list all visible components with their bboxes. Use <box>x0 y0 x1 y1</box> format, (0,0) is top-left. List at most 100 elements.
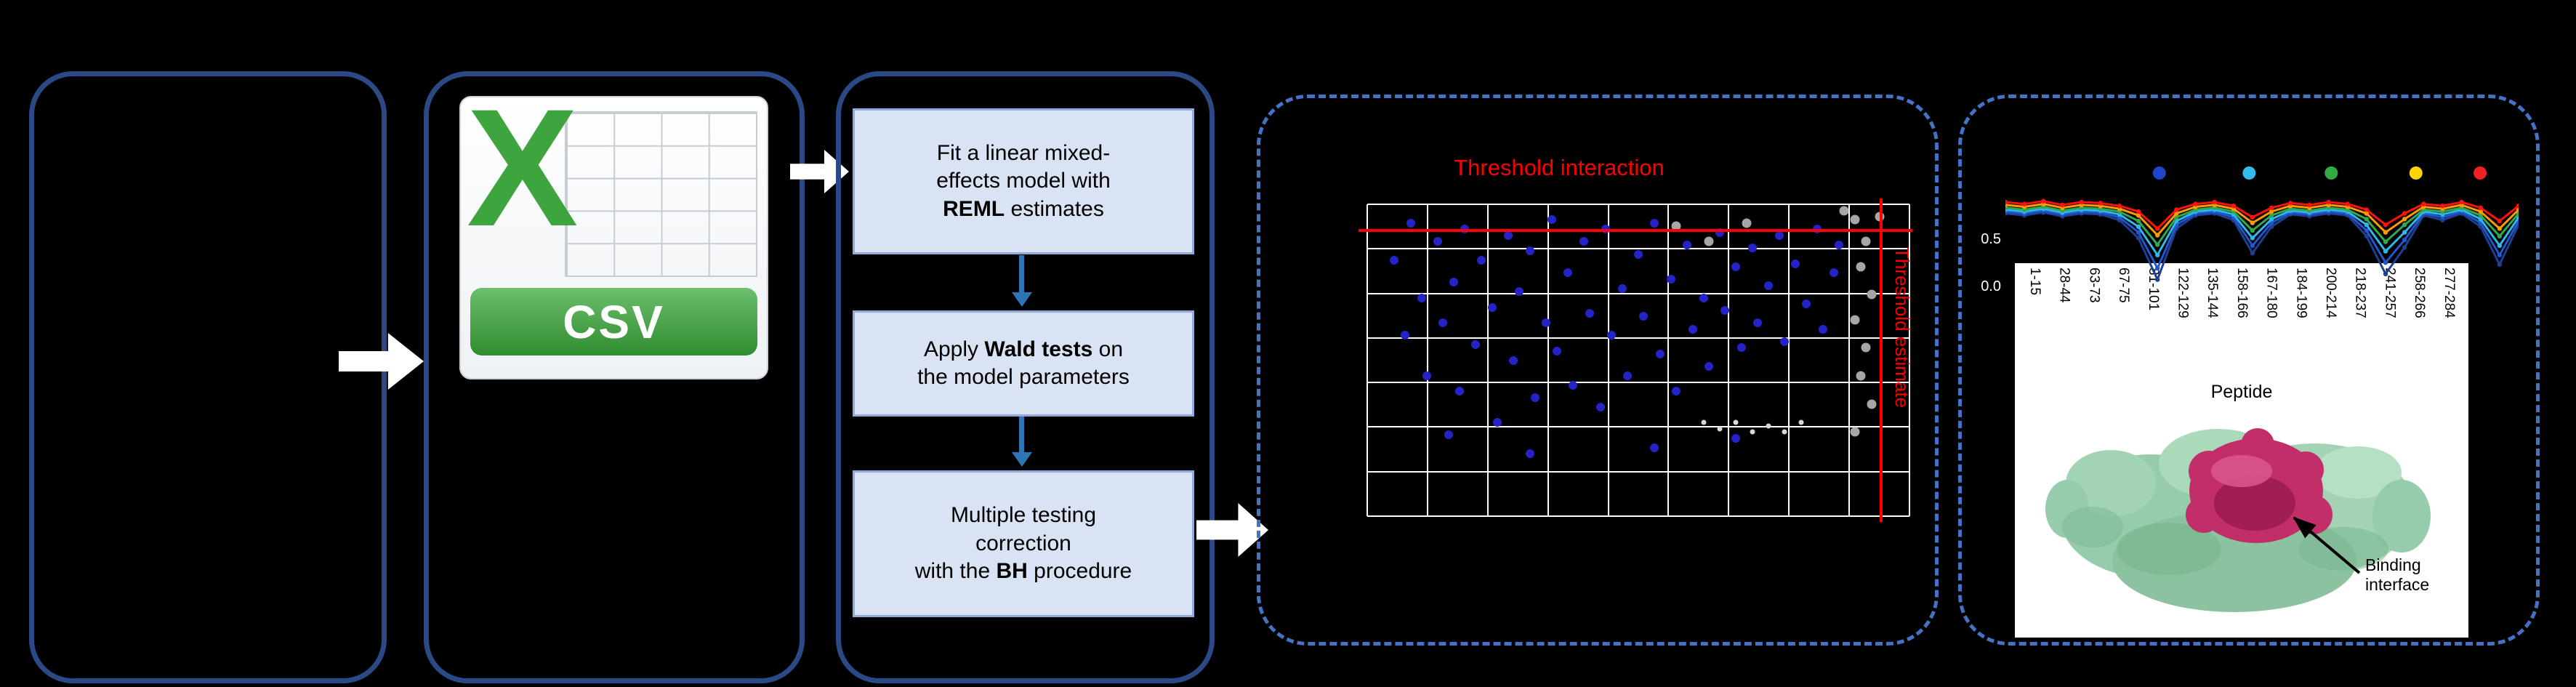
scatter-point <box>1717 426 1723 432</box>
scatter-point <box>1438 318 1448 328</box>
uptake-series-marker <box>2364 228 2369 233</box>
grid-line <box>1848 204 1851 516</box>
uptake-series-marker <box>2478 205 2483 210</box>
timepoint-dot <box>2474 166 2487 180</box>
binding-interface-label: Binding interface <box>2365 555 2429 595</box>
uptake-series-marker <box>2250 243 2255 248</box>
grid-line <box>1667 204 1670 516</box>
uptake-series-marker <box>2383 222 2388 228</box>
uptake-series-marker <box>2345 201 2350 206</box>
uptake-series-marker <box>2269 217 2274 222</box>
peptide-tick-label: 167-180 <box>2263 268 2279 318</box>
uptake-series-marker <box>2136 230 2141 235</box>
scatter-point <box>1672 387 1681 396</box>
scatter-point <box>1731 262 1741 271</box>
threshold-interaction-line <box>1359 229 1912 233</box>
scatter-point <box>1401 331 1410 340</box>
uptake-series-marker <box>2155 252 2160 257</box>
threshold-estimate-label: Threshold estimate <box>1891 247 1913 409</box>
grid-line <box>1367 337 1909 339</box>
grid-line <box>1367 382 1909 384</box>
scatter-point <box>1699 293 1708 302</box>
uptake-series-marker <box>2269 209 2274 214</box>
scatter-point <box>1742 218 1752 228</box>
scatter-point <box>1666 274 1675 284</box>
uptake-series-marker <box>2402 230 2407 235</box>
uptake-series-marker <box>2212 199 2217 205</box>
scatter-point <box>1704 236 1714 246</box>
uptake-series-marker <box>2288 201 2293 206</box>
peptide-axis-title: Peptide <box>2210 382 2273 402</box>
uptake-series-marker <box>2136 218 2141 224</box>
scatter-point <box>1839 206 1849 216</box>
scatter-point <box>1671 221 1681 231</box>
scatter-point <box>1733 419 1739 425</box>
scatter-point <box>1569 380 1578 390</box>
excel-x-letter: X <box>467 74 579 261</box>
scatter-point <box>1731 433 1741 443</box>
scatter-point <box>1774 230 1784 240</box>
uptake-series-marker <box>2193 201 2198 206</box>
scatter-point <box>1617 284 1627 293</box>
scatter-point <box>1547 215 1556 225</box>
uptake-series-green <box>2005 206 2519 246</box>
peptide-tick-label: 67-75 <box>2116 268 2132 303</box>
arrow-down-icon <box>1019 417 1024 453</box>
scatter-point <box>1595 402 1605 411</box>
y-axis-tick: 0.5 <box>1981 231 2001 247</box>
uptake-series-orange <box>2005 203 2519 236</box>
spreadsheet-grid <box>565 111 758 278</box>
scatter-point <box>1449 278 1459 287</box>
scatter-point <box>1433 237 1442 246</box>
scatter-point <box>1525 246 1534 256</box>
uptake-series-red <box>2005 200 2519 230</box>
scatter-point <box>1634 249 1643 259</box>
scatter-point <box>1650 443 1659 452</box>
arrow-down-icon <box>1019 255 1024 293</box>
uptake-series-marker <box>2364 211 2369 216</box>
grid-line <box>1367 470 1909 473</box>
uptake-series-marker <box>2250 251 2255 256</box>
scatter-point <box>1701 419 1707 425</box>
scatter-point <box>1818 324 1827 334</box>
protein-structure <box>2045 428 2431 612</box>
scatter-result-panel: Threshold interaction Threshold estimate <box>1257 95 1939 646</box>
scatter-point <box>1585 309 1594 318</box>
scatter-point <box>1650 218 1659 228</box>
uptake-series-marker <box>2136 224 2141 229</box>
scatter-point <box>1525 449 1534 459</box>
y-axis-tick: 0.0 <box>1981 278 2001 294</box>
uptake-line-chart <box>2005 166 2519 282</box>
scatter-point <box>1531 393 1540 402</box>
scatter-point <box>1639 312 1649 321</box>
binding-interface-line1: Binding <box>2365 555 2421 574</box>
peptide-tick-label: 28-44 <box>2056 268 2072 303</box>
uptake-series-marker <box>2497 243 2503 248</box>
scatter-point <box>1390 256 1399 265</box>
uptake-series-marker <box>2440 204 2445 209</box>
uptake-series-marker <box>2269 205 2274 210</box>
uptake-series-marker <box>2136 209 2141 214</box>
uptake-series-marker <box>2155 265 2160 271</box>
scatter-point <box>1579 237 1589 246</box>
uptake-series-marker <box>2174 207 2179 212</box>
uptake-series-marker <box>2402 222 2407 228</box>
threshold-interaction-label: Threshold interaction <box>1454 155 1665 180</box>
uptake-series-marker <box>2364 207 2369 212</box>
scatter-point <box>1766 423 1771 429</box>
uptake-series-marker <box>2250 214 2255 220</box>
grid-line <box>1367 515 1909 517</box>
scatter-point <box>1454 387 1464 396</box>
scatter-point <box>1861 236 1871 246</box>
scatter-point <box>1503 230 1513 240</box>
uptake-series-marker <box>2060 202 2065 208</box>
uptake-series-marker <box>2250 220 2255 225</box>
timepoint-dot <box>2242 166 2256 180</box>
step-text-line: Fit a linear mixed- <box>936 140 1111 165</box>
timepoint-dot <box>2409 166 2423 180</box>
grid-line <box>1486 204 1489 516</box>
